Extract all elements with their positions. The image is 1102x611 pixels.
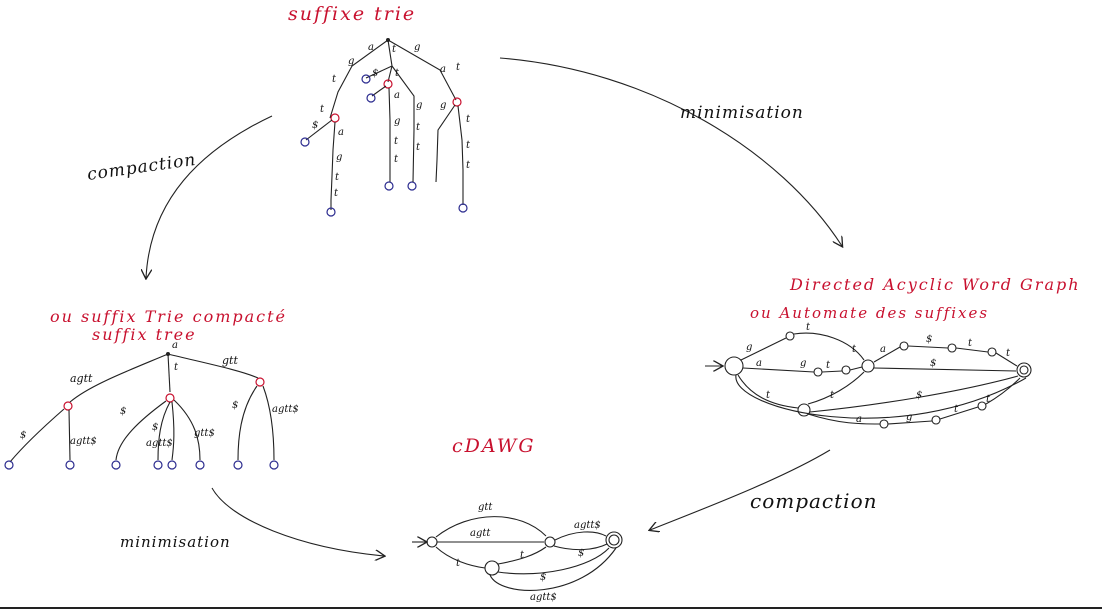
- svg-text:g: g: [348, 56, 354, 67]
- dawg-title: Directed Acyclic Word Graph: [789, 275, 1081, 294]
- compaction-arrow-left: [146, 115, 273, 278]
- svg-text:t: t: [456, 62, 461, 73]
- svg-text:$: $: [120, 406, 126, 417]
- svg-text:agtt: agtt: [470, 528, 491, 539]
- svg-text:a: a: [440, 64, 446, 75]
- minimisation-label-bottom: minimisation: [120, 533, 231, 551]
- svg-text:g: g: [394, 116, 400, 127]
- svg-text:t: t: [320, 104, 325, 115]
- svg-text:g: g: [416, 100, 422, 111]
- svg-text:agtt: agtt: [70, 372, 93, 385]
- svg-text:$: $: [578, 548, 584, 559]
- svg-text:t: t: [174, 362, 179, 373]
- automate-title: ou Automate des suffixes: [750, 304, 989, 322]
- svg-text:t: t: [334, 188, 339, 199]
- svg-text:$: $: [20, 430, 26, 441]
- suffix-tree-title: suffix tree: [92, 325, 197, 344]
- svg-text:t: t: [332, 74, 337, 85]
- svg-text:a: a: [856, 414, 862, 425]
- svg-text:gtt$: gtt$: [194, 428, 215, 439]
- minimisation-arrow-right: [499, 57, 842, 246]
- minimisation-label-right: minimisation: [680, 103, 804, 123]
- svg-text:a: a: [338, 127, 344, 138]
- svg-text:t: t: [466, 160, 471, 171]
- svg-text:$: $: [152, 422, 158, 433]
- svg-text:t: t: [466, 114, 471, 125]
- svg-text:$: $: [232, 400, 238, 411]
- suffix-tree: agtt t a gtt $ agtt$ $ $ agtt$ gtt$ $ ag…: [4, 340, 299, 470]
- svg-text:$: $: [926, 334, 932, 345]
- svg-text:agtt$: agtt$: [272, 404, 299, 415]
- svg-text:t: t: [395, 68, 400, 79]
- svg-text:agtt$: agtt$: [530, 592, 557, 603]
- svg-text:t: t: [986, 394, 991, 405]
- svg-text:t: t: [1006, 348, 1011, 359]
- suffix-trie-compact-title: ou suffix Trie compacté: [50, 307, 287, 326]
- svg-text:agtt$: agtt$: [70, 436, 97, 447]
- svg-text:t: t: [416, 142, 421, 153]
- svg-text:$: $: [372, 68, 378, 79]
- minimisation-arrow-bottom: [211, 487, 384, 556]
- svg-text:t: t: [394, 136, 399, 147]
- svg-text:g: g: [906, 412, 912, 423]
- svg-text:a: a: [172, 340, 178, 351]
- svg-text:gtt: gtt: [478, 502, 493, 513]
- svg-text:agtt$: agtt$: [574, 520, 601, 531]
- svg-text:g: g: [336, 152, 342, 163]
- svg-text:a: a: [756, 358, 762, 369]
- compaction-arrow-right: [650, 449, 831, 530]
- svg-text:a: a: [394, 90, 400, 101]
- svg-text:t: t: [968, 338, 973, 349]
- compaction-label-right: compaction: [750, 489, 878, 513]
- svg-text:$: $: [312, 120, 318, 131]
- trie-edge-g: g: [414, 42, 420, 53]
- trie-edge-t: t: [392, 44, 397, 55]
- svg-text:t: t: [852, 344, 857, 355]
- cdawg-title: cDAWG: [452, 435, 536, 457]
- svg-text:t: t: [830, 390, 835, 401]
- svg-text:t: t: [335, 172, 340, 183]
- svg-text:t: t: [394, 154, 399, 165]
- cdawg-graph: gtt agtt agtt$ $ t t $ agtt$: [412, 502, 623, 603]
- svg-text:t: t: [416, 122, 421, 133]
- svg-text:$: $: [916, 390, 922, 401]
- svg-text:$: $: [930, 358, 936, 369]
- suffix-trie: a t g g t t $ a g t t t $ a g t t g t t …: [300, 38, 471, 217]
- svg-text:g: g: [746, 342, 752, 353]
- svg-text:agtt$: agtt$: [146, 438, 173, 449]
- trie-edge-a: a: [368, 42, 374, 53]
- compaction-label-left: compaction: [86, 150, 198, 185]
- svg-text:t: t: [456, 558, 461, 569]
- svg-text:t: t: [466, 140, 471, 151]
- svg-text:gtt: gtt: [222, 354, 238, 367]
- svg-text:t: t: [954, 404, 959, 415]
- suffix-trie-title: suffixe trie: [288, 3, 416, 25]
- svg-text:t: t: [806, 322, 811, 333]
- dawg-graph: g t a g t t a $ t t $ t t $ a g t t: [705, 322, 1032, 429]
- svg-text:a: a: [880, 344, 886, 355]
- svg-text:t: t: [766, 390, 771, 401]
- svg-text:g: g: [440, 100, 446, 111]
- svg-text:t: t: [520, 550, 525, 561]
- svg-text:$: $: [540, 572, 546, 583]
- svg-text:t: t: [826, 360, 831, 371]
- svg-text:g: g: [800, 358, 806, 369]
